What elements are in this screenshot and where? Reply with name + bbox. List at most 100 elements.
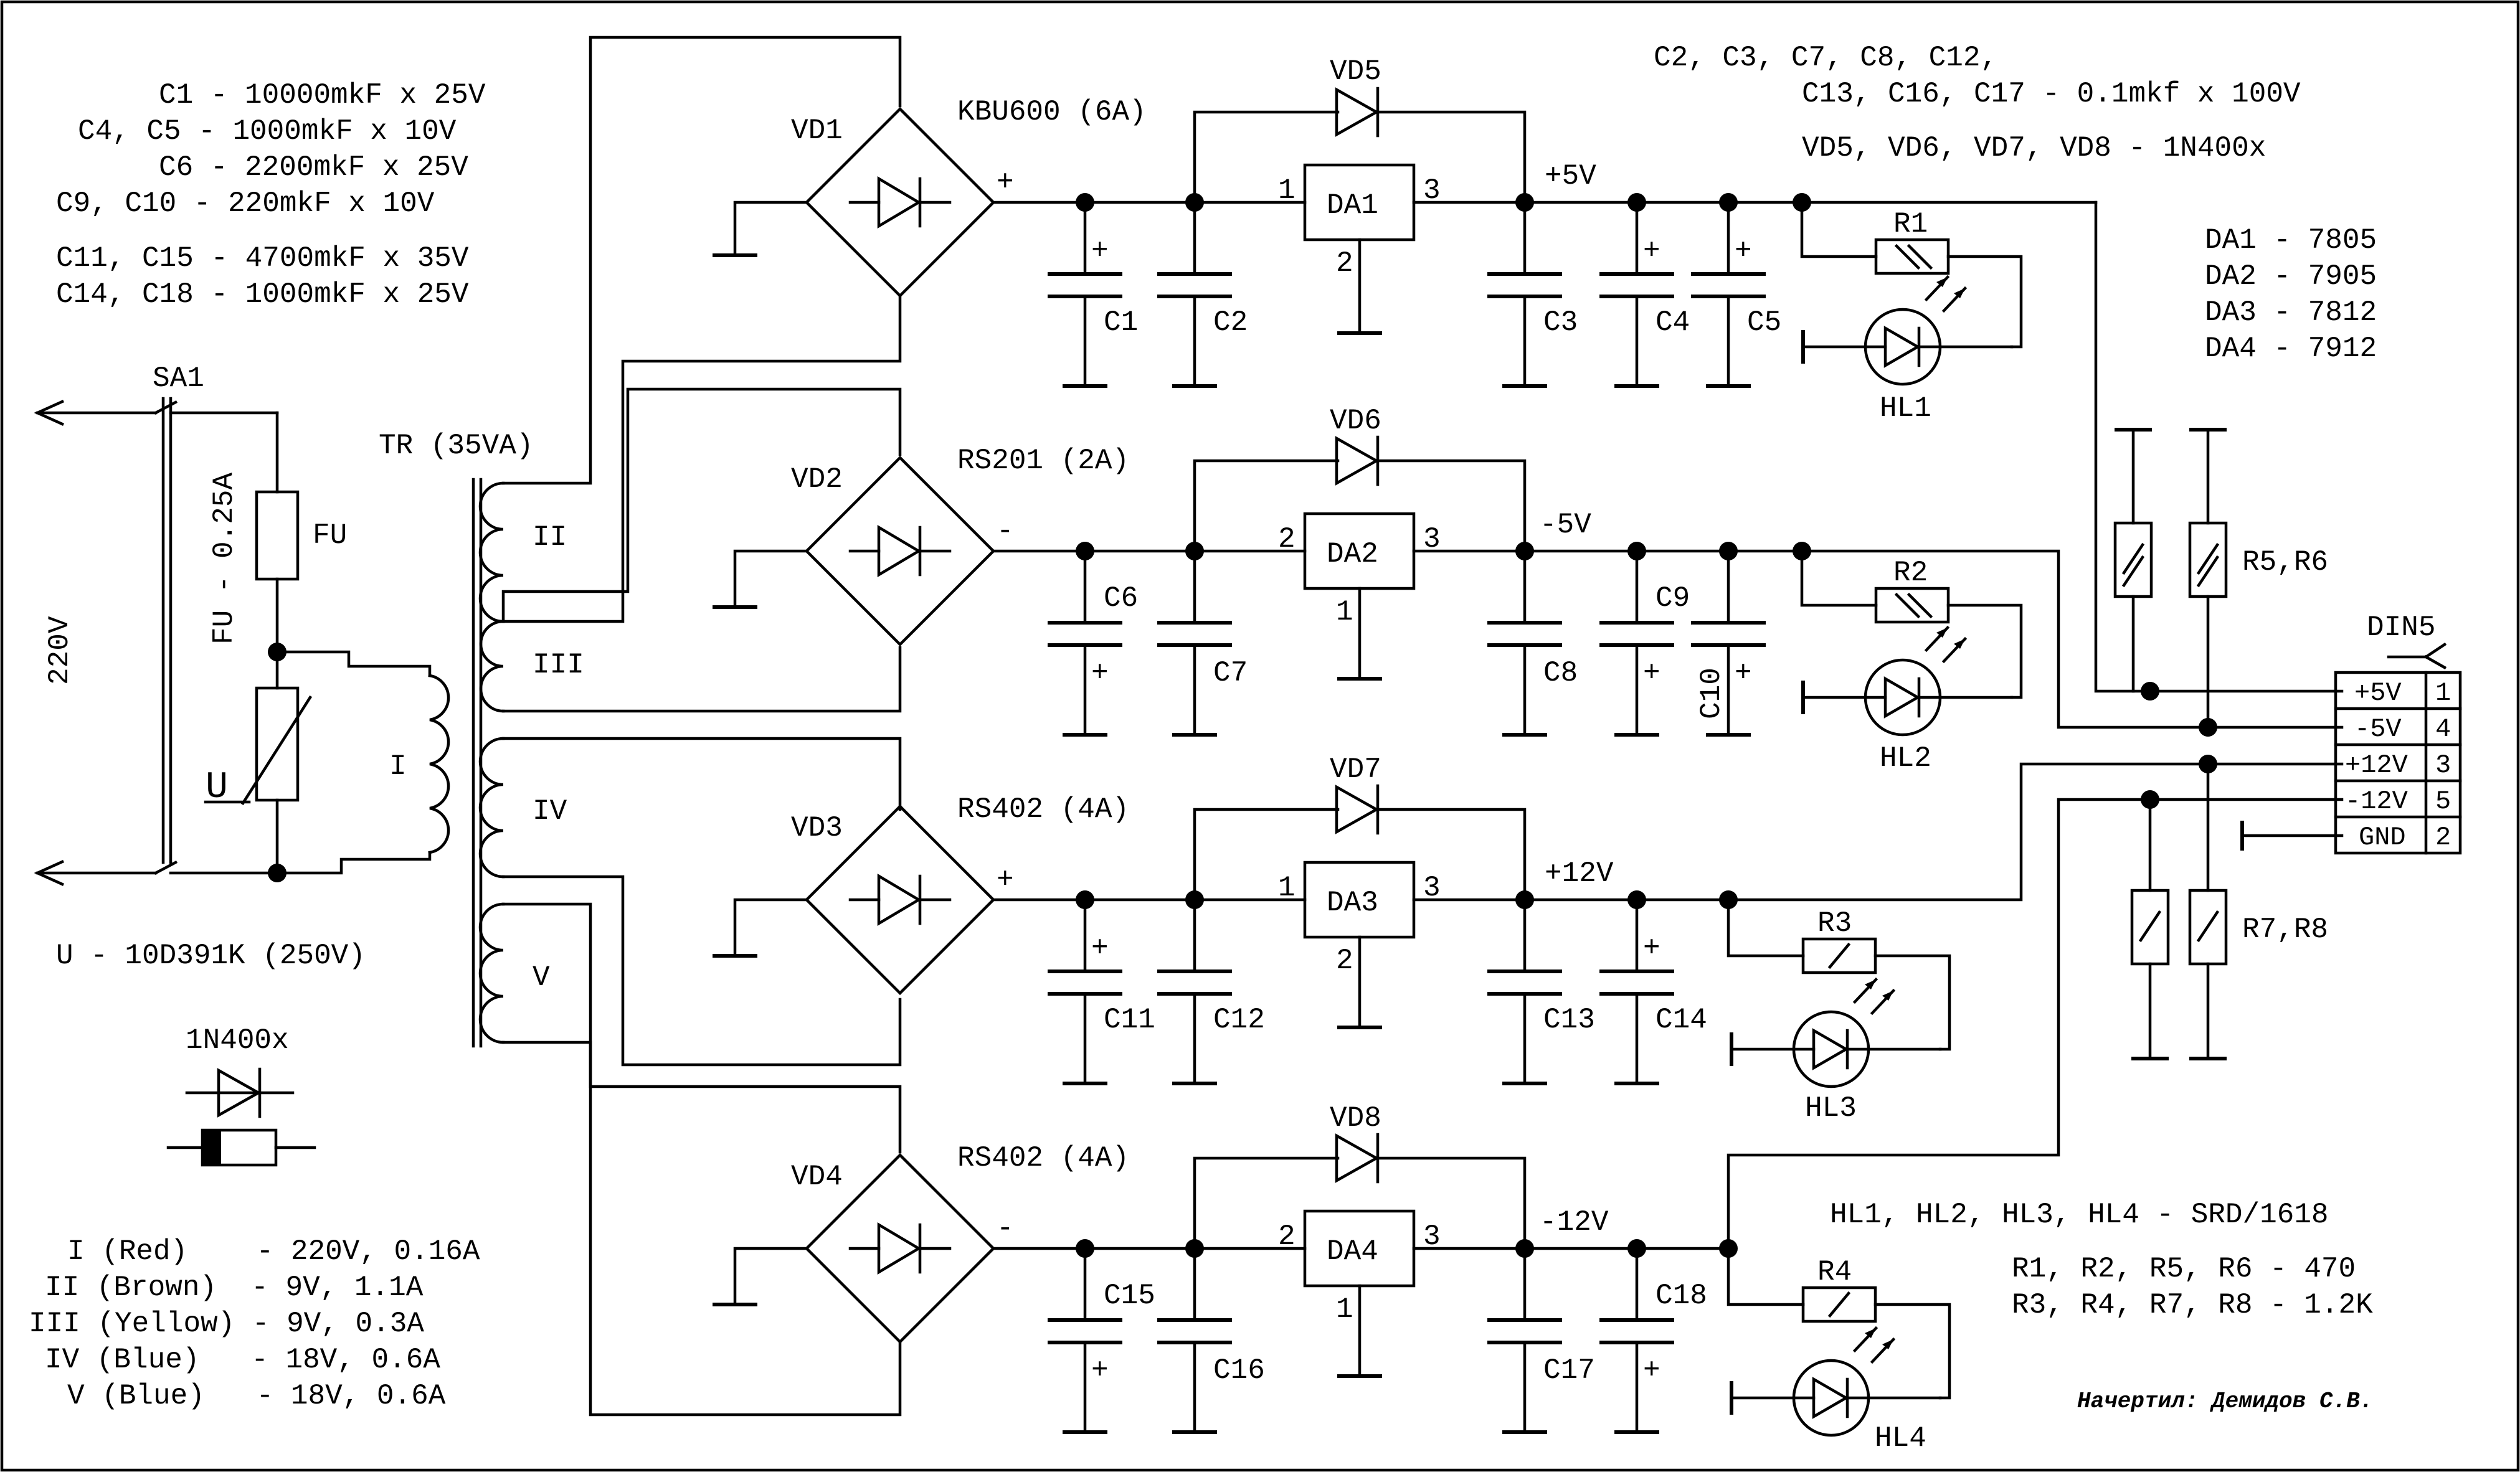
cap-c15-label: C15 bbox=[1104, 1280, 1155, 1312]
da2-pin-in: 2 bbox=[1278, 523, 1296, 555]
diode-vd8-label: VD8 bbox=[1330, 1102, 1381, 1135]
cap-c12-label: C12 bbox=[1213, 1004, 1265, 1036]
da3-pin-in: 1 bbox=[1278, 872, 1296, 904]
reg-da2-label: DA2 bbox=[1327, 538, 1378, 570]
winding-notes: I (Red) - 220V, 0.16A II (Brown) - 9V, 1… bbox=[29, 1235, 480, 1412]
led-hl2-label: HL2 bbox=[1880, 742, 1931, 775]
din-pin-1: 1 bbox=[2435, 678, 2451, 708]
c18-plus: + bbox=[1643, 1354, 1660, 1387]
led-hl4-label: HL4 bbox=[1875, 1422, 1926, 1455]
cap-c1-label: C1 bbox=[1104, 306, 1138, 339]
note-winding-i: I (Red) - 220V, 0.16A bbox=[67, 1235, 480, 1268]
component-notes-top: C2, C3, C7, C8, C12, C13, C16, C17 - 0.1… bbox=[1654, 42, 2377, 365]
led-hl3-label: HL3 bbox=[1805, 1092, 1857, 1125]
da1-pin-gnd: 2 bbox=[1336, 247, 1353, 280]
da1-pin-in: 1 bbox=[1278, 174, 1296, 207]
transformer-label: TR (35VA) bbox=[379, 430, 533, 462]
c5-plus: + bbox=[1735, 235, 1752, 267]
bridge-vd3-type: RS402 (4A) bbox=[957, 793, 1129, 826]
diode-legend-label: 1N400x bbox=[186, 1024, 289, 1057]
cap-c13-label: C13 bbox=[1543, 1004, 1595, 1036]
out-minus5v-label: -5V bbox=[1540, 509, 1591, 541]
note-c9-c10: C9, C10 - 220mkF x 10V bbox=[56, 187, 435, 220]
note-c1: C1 - 10000mkF x 25V bbox=[159, 79, 486, 111]
c6-plus: + bbox=[1091, 657, 1109, 689]
note-c4-c5: C4, C5 - 1000mkF x 10V bbox=[78, 115, 457, 148]
note-varistor: U - 10D391K (250V) bbox=[56, 940, 366, 972]
cap-c7-label: C7 bbox=[1213, 657, 1248, 689]
din-pin-5: 5 bbox=[2435, 786, 2451, 816]
led-hl4 bbox=[1731, 1328, 1940, 1435]
led-hl1 bbox=[1803, 277, 2012, 384]
led-hl2 bbox=[1803, 628, 2012, 735]
note-winding-iii: III (Yellow) - 9V, 0.3A bbox=[29, 1308, 424, 1340]
note-da1: DA1 - 7805 bbox=[2205, 224, 2377, 257]
winding-iv-label: IV bbox=[533, 795, 567, 828]
c1-plus: + bbox=[1091, 235, 1109, 267]
da4-pin-gnd: 1 bbox=[1336, 1293, 1353, 1326]
note-winding-iv: IV (Blue) - 18V, 0.6A bbox=[45, 1344, 440, 1376]
note-c11-c15: C11, C15 - 4700mkF x 35V bbox=[56, 242, 469, 275]
resistor-r2 bbox=[1874, 587, 1950, 624]
row-minus5v: VD2 RS201 (2A) - + C6 C7 VD6 DA2 2 3 1 -… bbox=[713, 405, 2344, 775]
da4-pin-in: 2 bbox=[1278, 1220, 1296, 1253]
bridge-vd2-polarity: - bbox=[997, 515, 1014, 547]
note-c6: C6 - 2200mkF x 25V bbox=[159, 151, 468, 184]
row-plus12v: VD3 RS402 (4A) + + C11 C12 VD7 DA3 1 3 2… bbox=[713, 753, 2344, 1125]
cap-c18-label: C18 bbox=[1656, 1280, 1707, 1312]
din5-connector: DIN5 +5V 1 -5V 4 +12V 3 -12V 5 GND 2 bbox=[2334, 611, 2462, 855]
diode-vd7-label: VD7 bbox=[1330, 753, 1381, 786]
resistor-r5 bbox=[2113, 428, 2153, 693]
din5-label: DIN5 bbox=[2367, 611, 2435, 644]
c10-plus: + bbox=[1735, 657, 1752, 689]
c9-plus: + bbox=[1643, 657, 1660, 689]
author-note: Начертил: Демидов С.В. bbox=[2077, 1389, 2373, 1414]
mains-label: 220V bbox=[44, 616, 76, 685]
c14-plus: + bbox=[1643, 932, 1660, 965]
varistor-u: U bbox=[204, 650, 313, 875]
din-pin-4: 4 bbox=[2435, 714, 2451, 744]
winding-iii-label: III bbox=[533, 649, 584, 681]
cap-c5-label: C5 bbox=[1747, 306, 1781, 339]
note-leds: HL1, HL2, HL3, HL4 - SRD/1618 bbox=[1830, 1199, 2329, 1231]
reg-da4-label: DA4 bbox=[1327, 1235, 1378, 1268]
diode-vd6-label: VD6 bbox=[1330, 405, 1381, 437]
cap-c2-label: C2 bbox=[1213, 306, 1248, 339]
note-da3: DA3 - 7812 bbox=[2205, 296, 2377, 329]
mains-input: 220V SA1 FU FU - 0.25A U bbox=[34, 362, 432, 886]
cap-c14-label: C14 bbox=[1656, 1004, 1707, 1036]
out-plus12v-label: +12V bbox=[1545, 857, 1614, 890]
winding-ii-label: II bbox=[533, 521, 567, 554]
da3-pin-gnd: 2 bbox=[1336, 945, 1353, 977]
resistor-r8 bbox=[2188, 762, 2228, 1060]
resistor-r4-label: R4 bbox=[1817, 1256, 1852, 1288]
resistor-r3-label: R3 bbox=[1817, 907, 1852, 940]
note-winding-v: V (Blue) - 18V, 0.6A bbox=[67, 1380, 446, 1412]
da2-pin-gnd: 1 bbox=[1336, 596, 1353, 628]
fuse-label: FU bbox=[313, 519, 347, 552]
din-pin-gnd: GND bbox=[2359, 823, 2406, 852]
cap-c4-label: C4 bbox=[1656, 306, 1690, 339]
bridge-vd3-label: VD3 bbox=[791, 812, 843, 844]
note-da2: DA2 - 7905 bbox=[2205, 260, 2377, 293]
switch-sa1: SA1 bbox=[153, 362, 279, 875]
bridge-vd1-type: KBU600 (6A) bbox=[957, 96, 1147, 128]
bridge-vd2-label: VD2 bbox=[791, 463, 843, 496]
bridge-vd1-polarity: + bbox=[997, 166, 1014, 199]
resistor-r1-label: R1 bbox=[1893, 208, 1928, 240]
din-pin-plus5v: +5V bbox=[2354, 678, 2402, 708]
cap-c9-label: C9 bbox=[1656, 582, 1690, 615]
note-hf-caps-2: C13, C16, C17 - 0.1mkf x 100V bbox=[1802, 78, 2301, 110]
din-pin-2: 2 bbox=[2435, 823, 2451, 852]
note-resistors-1k2: R3, R4, R7, R8 - 1.2K bbox=[2012, 1289, 2373, 1321]
resistor-r1 bbox=[1874, 238, 1950, 275]
note-protect-diodes: VD5, VD6, VD7, VD8 - 1N400x bbox=[1802, 132, 2266, 164]
out-plus5v-label: +5V bbox=[1545, 160, 1596, 192]
bridge-vd1-label: VD1 bbox=[791, 115, 843, 147]
fuse-fu: FU FU - 0.25A bbox=[208, 411, 347, 654]
c15-plus: + bbox=[1091, 1354, 1109, 1387]
note-resistors-470: R1, R2, R5, R6 - 470 bbox=[2012, 1253, 2356, 1285]
cap-c6-label: C6 bbox=[1104, 582, 1138, 615]
bridge-vd2-type: RS201 (2A) bbox=[957, 445, 1129, 477]
